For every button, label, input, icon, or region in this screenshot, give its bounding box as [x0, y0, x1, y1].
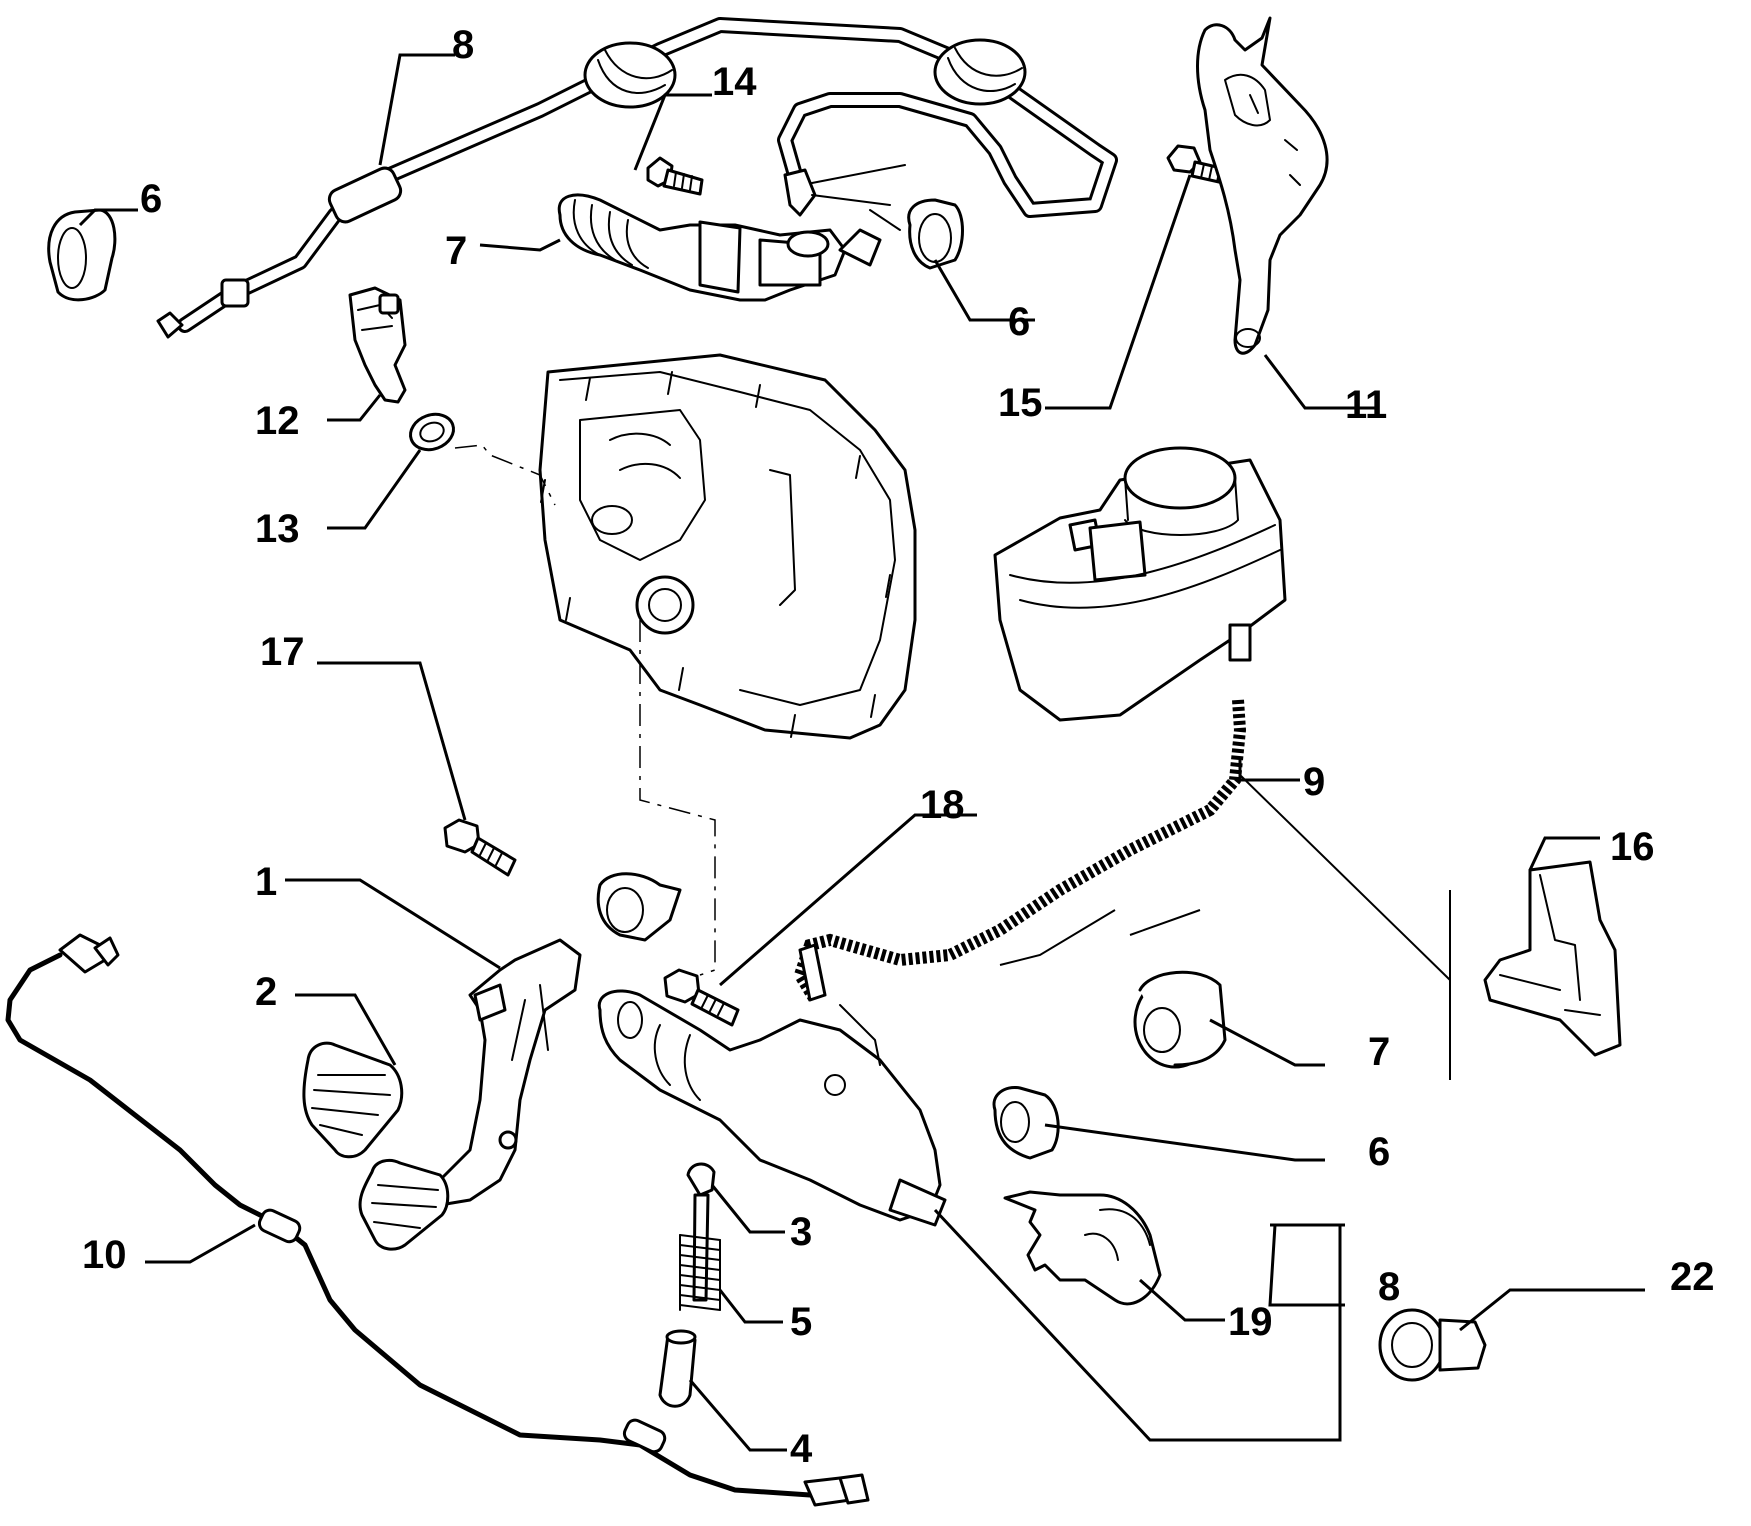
- part-6-grommet-top-left: [47, 208, 117, 302]
- part-14-switch: [348, 286, 407, 404]
- label-21: 19: [1228, 1300, 1273, 1344]
- label-4: 4: [790, 1427, 813, 1471]
- fluid-reservoir: [993, 446, 1287, 722]
- part-1-pedal-arm: [428, 872, 682, 1207]
- label-17: 15: [998, 381, 1043, 425]
- part-15-seal-ring: [409, 412, 455, 452]
- part-11-corrugated-hose: [793, 699, 1247, 1004]
- leader-lines: [78, 53, 1645, 1452]
- label-9: 7: [445, 229, 467, 273]
- label-13: 11: [1345, 383, 1387, 427]
- label-6-top-middle: 6: [1008, 300, 1030, 344]
- label-11: 9: [1303, 760, 1325, 804]
- part-4-bushing: [658, 1329, 697, 1408]
- part-7-cap: [1133, 970, 1227, 1069]
- part-5-spring: [679, 1234, 721, 1311]
- part-12-wiring-harness: [5, 933, 870, 1507]
- label-19: 17: [260, 630, 305, 674]
- alignment-lines: [454, 444, 1451, 1080]
- label-12: 10: [82, 1233, 127, 1277]
- master-cylinder: [597, 989, 947, 1227]
- label-15: 13: [255, 507, 300, 551]
- part-6-grommet-top-middle: [907, 198, 964, 270]
- callout-labels: 8 6 14 7 6 15 11 12 13 17 1 2 18 9 16 7 …: [82, 23, 1715, 1471]
- label-6-top-left: 6: [140, 177, 162, 221]
- part-6-grommet-bottom: [992, 1085, 1060, 1160]
- label-16: 14: [712, 60, 757, 104]
- part-9-slave-cylinder: [557, 193, 882, 302]
- label-2: 2: [255, 970, 277, 1014]
- part-18-clip: [1483, 860, 1622, 1057]
- label-14: 12: [255, 399, 300, 443]
- part-10-hydraulic-pipe: [156, 17, 1118, 339]
- label-7: 7: [1368, 1030, 1390, 1074]
- part-19-bolt: [443, 818, 517, 877]
- part-3-push-rod: [686, 1162, 716, 1302]
- part-20-bolt: [663, 968, 740, 1027]
- label-3: 3: [790, 1210, 812, 1254]
- pipe-union: [783, 164, 906, 231]
- label-1: 1: [255, 860, 277, 904]
- label-18: 16: [1610, 825, 1655, 869]
- part-13-bracket: [1196, 16, 1329, 355]
- label-6-bottom: 6: [1368, 1130, 1390, 1174]
- label-10: 8: [452, 23, 474, 67]
- pedal-box-bracket: [538, 353, 917, 740]
- label-20: 18: [920, 783, 965, 827]
- label-5: 5: [790, 1300, 812, 1344]
- part-16-screw: [646, 156, 704, 196]
- label-8: 8: [1378, 1265, 1400, 1309]
- label-22: 22: [1670, 1255, 1715, 1299]
- part-21-sensor: [1003, 1190, 1162, 1306]
- part-22-plug: [1378, 1308, 1487, 1382]
- part-2-pedal-pads: [302, 1041, 450, 1251]
